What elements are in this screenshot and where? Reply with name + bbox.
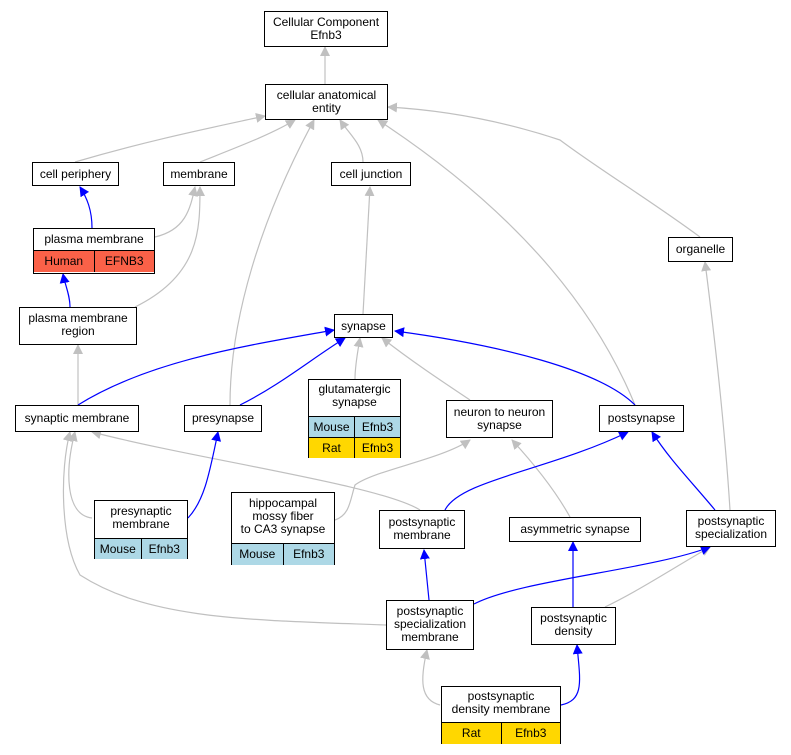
edge-presynmem-to-synmem — [67, 431, 93, 519]
node-glutamatergic-synapse[interactable]: glutamatergic synapse Mouse Efnb3 Rat Ef… — [308, 379, 401, 458]
edge-pmr-to-plasmamembrane — [59, 273, 71, 308]
node-label: postsynaptic specialization membrane — [393, 604, 467, 644]
node-hippocampal-mossy-fiber[interactable]: hippocampal mossy fiber to CA3 synapse M… — [231, 492, 335, 565]
edge-presynapse-to-cae — [229, 119, 315, 406]
edge-glutamatergic-to-synapse — [353, 337, 364, 380]
species-cell: Rat — [322, 441, 341, 455]
edge-psm-to-synmem — [62, 431, 387, 626]
edge-pmr-to-membrane — [134, 186, 205, 308]
gene-cell: EFNB3 — [93, 251, 155, 272]
node-postsynaptic-density-membrane[interactable]: postsynaptic density membrane Rat Efnb3 — [441, 686, 561, 744]
edge-plasmamembrane-to-membrane — [154, 186, 198, 238]
node-label: glutamatergic synapse — [318, 382, 391, 409]
node-label: membrane — [170, 167, 228, 181]
node-label: organelle — [675, 242, 726, 256]
node-label: synaptic membrane — [24, 411, 130, 425]
node-plasma-membrane-region[interactable]: plasma membrane region — [19, 307, 137, 345]
node-neuron-to-neuron-synapse[interactable]: neuron to neuron synapse — [446, 400, 553, 438]
node-label: synapse — [341, 319, 386, 333]
edge-organelle-to-cae — [387, 102, 701, 238]
node-label: postsynaptic density — [540, 611, 607, 638]
node-synapse[interactable]: synapse — [334, 314, 393, 338]
edge-pssm-to-postsynmem — [419, 549, 430, 601]
annotation-row: Mouse Efnb3 — [95, 538, 187, 559]
node-cell-periphery[interactable]: cell periphery — [32, 162, 119, 186]
edge-plasmamembrane-to-cellperiphery — [79, 186, 93, 229]
annotation-row: Mouse Efnb3 — [309, 416, 400, 437]
node-label: plasma membrane — [44, 232, 144, 246]
edge-postsynmem-to-synmem — [91, 429, 421, 511]
edge-psdm-to-pssm — [420, 649, 441, 706]
edge-synapse-to-celljunction — [362, 186, 375, 315]
node-label: neuron to neuron synapse — [453, 405, 546, 432]
annotation-row: Rat Efnb3 — [309, 437, 400, 458]
node-postsynaptic-membrane[interactable]: postsynaptic membrane — [379, 510, 465, 549]
node-presynaptic-membrane[interactable]: presynaptic membrane Mouse Efnb3 — [94, 500, 188, 559]
gene-cell: Efnb3 — [282, 544, 335, 565]
node-label: asymmetric synapse — [520, 522, 630, 536]
edge-pssm-to-pss — [473, 545, 711, 605]
edge-psdm-to-psd — [560, 644, 583, 706]
node-postsynapse[interactable]: postsynapse — [599, 405, 684, 432]
edge-postsynapse-to-synapse — [394, 327, 636, 406]
edge-presynapse-to-synapse — [239, 337, 346, 406]
node-cell-junction[interactable]: cell junction — [331, 162, 411, 186]
annotation-row: Mouse Efnb3 — [232, 543, 334, 565]
gene-cell: Efnb3 — [500, 723, 561, 744]
gene-cell: Efnb3 — [140, 539, 188, 559]
species-cell: Human — [44, 254, 84, 268]
node-membrane[interactable]: membrane — [163, 162, 235, 186]
node-label: presynaptic membrane — [110, 504, 172, 531]
node-postsynaptic-specialization-membrane[interactable]: postsynaptic specialization membrane — [386, 600, 474, 650]
node-label: cell periphery — [39, 167, 112, 181]
species-cell: Rat — [461, 726, 481, 740]
node-postsynaptic-specialization[interactable]: postsynaptic specialization — [686, 510, 776, 547]
node-label: postsynaptic specialization — [694, 514, 768, 541]
node-synaptic-membrane[interactable]: synaptic membrane — [15, 405, 139, 432]
node-label: hippocampal mossy fiber to CA3 synapse — [240, 496, 326, 536]
node-label: postsynapse — [607, 411, 676, 425]
node-label: plasma membrane region — [28, 311, 128, 338]
gene-cell: Efnb3 — [354, 417, 400, 437]
node-cellular-component[interactable]: Cellular Component Efnb3 — [264, 11, 388, 47]
node-asymmetric-synapse[interactable]: asymmetric synapse — [509, 517, 641, 542]
edge-n2n-to-synapse — [381, 337, 471, 401]
species-cell: Mouse — [239, 547, 276, 561]
gene-cell: Efnb3 — [354, 438, 400, 458]
edge-cellperiphery-to-cae — [74, 113, 266, 163]
node-label: presynapse — [191, 411, 255, 425]
node-label: cellular anatomical entity — [276, 88, 377, 115]
edge-postsynmem-to-postsynapse — [444, 431, 629, 511]
node-label: Cellular Component Efnb3 — [272, 15, 380, 42]
node-organelle[interactable]: organelle — [668, 237, 733, 262]
edge-synmem-to-synapse — [77, 326, 335, 406]
node-label: cell junction — [339, 167, 403, 181]
edge-celljunction-to-cae — [339, 119, 364, 163]
edge-postsynapse-to-cae — [377, 119, 636, 406]
species-cell: Mouse — [99, 542, 136, 556]
edge-presynmem-to-presynapse — [187, 431, 222, 519]
edge-hippocampal-to-n2n — [334, 439, 471, 521]
edge-psd-to-pss — [604, 546, 711, 608]
node-plasma-membrane[interactable]: plasma membrane Human EFNB3 — [33, 228, 155, 274]
edge-asymmetric-to-n2n — [511, 439, 571, 518]
node-presynapse[interactable]: presynapse — [184, 405, 262, 432]
node-cellular-anatomical-entity[interactable]: cellular anatomical entity — [265, 84, 388, 120]
edge-membrane-to-cae — [199, 119, 296, 163]
node-label: postsynaptic density membrane — [451, 689, 551, 716]
node-postsynaptic-density[interactable]: postsynaptic density — [531, 607, 616, 645]
annotation-row: Rat Efnb3 — [442, 722, 560, 744]
node-label: postsynaptic membrane — [388, 515, 456, 542]
annotation-row: Human EFNB3 — [34, 250, 154, 272]
edge-pss-to-organelle — [701, 261, 731, 511]
species-cell: Mouse — [313, 420, 350, 434]
edge-pss-to-postsynapse — [651, 431, 716, 511]
